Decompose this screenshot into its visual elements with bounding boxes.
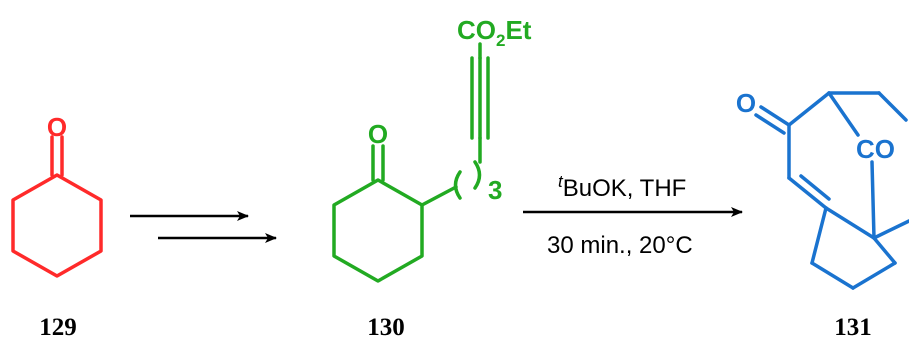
compound-label-129: 129 [39, 314, 77, 341]
ester-co: CO [457, 15, 496, 45]
oxygen-atom-129: O [47, 112, 67, 142]
bridge-bond [827, 91, 860, 137]
compound-130 [332, 42, 490, 283]
carbonyl-bond-131b [754, 113, 786, 135]
ester-et: Et [505, 15, 531, 45]
reagent-superscript: t [558, 172, 564, 191]
bond-c7-c6 [810, 261, 855, 290]
chain-multiplier-130: 3 [488, 175, 502, 205]
chain-left-paren [453, 170, 462, 200]
alkene-bond-a [787, 176, 828, 210]
compound-129 [11, 135, 103, 278]
oxygen-atom-131: O [736, 88, 756, 118]
alkene-bond-b [799, 174, 831, 201]
bond-c1-c2 [787, 91, 831, 127]
bond-c3-c4 [877, 91, 908, 122]
reagent-text: BuOK, THF [563, 175, 687, 202]
carbonyl-bond-131a [759, 105, 791, 127]
conditions-label: 30 min., 20°C [547, 232, 693, 259]
oxygen-atom-130: O [368, 119, 388, 149]
compound-label-131: 131 [834, 314, 872, 341]
bond-c6-c5 [851, 261, 897, 290]
compound-label-130: 130 [367, 314, 405, 341]
cyclohexane-ring-129 [11, 173, 103, 278]
co-bridge-bond [870, 160, 876, 240]
bond-quat-edge [872, 219, 909, 240]
reagent-label: tBuOK, THF [558, 172, 686, 202]
bond-c8-c7 [810, 206, 828, 265]
ester-group-130: CO2Et [457, 15, 532, 50]
ester-subscript: 2 [496, 31, 505, 50]
bond-c8-quat [824, 206, 876, 240]
multistep-arrows [130, 211, 277, 243]
bond-c5-quat [872, 236, 897, 265]
cyclohexane-ring-130 [332, 178, 424, 283]
compound-131 [754, 91, 909, 290]
chain-right-paren [473, 160, 482, 190]
ring-to-chain-bond [420, 185, 458, 207]
co-group-131: CO [856, 134, 895, 164]
